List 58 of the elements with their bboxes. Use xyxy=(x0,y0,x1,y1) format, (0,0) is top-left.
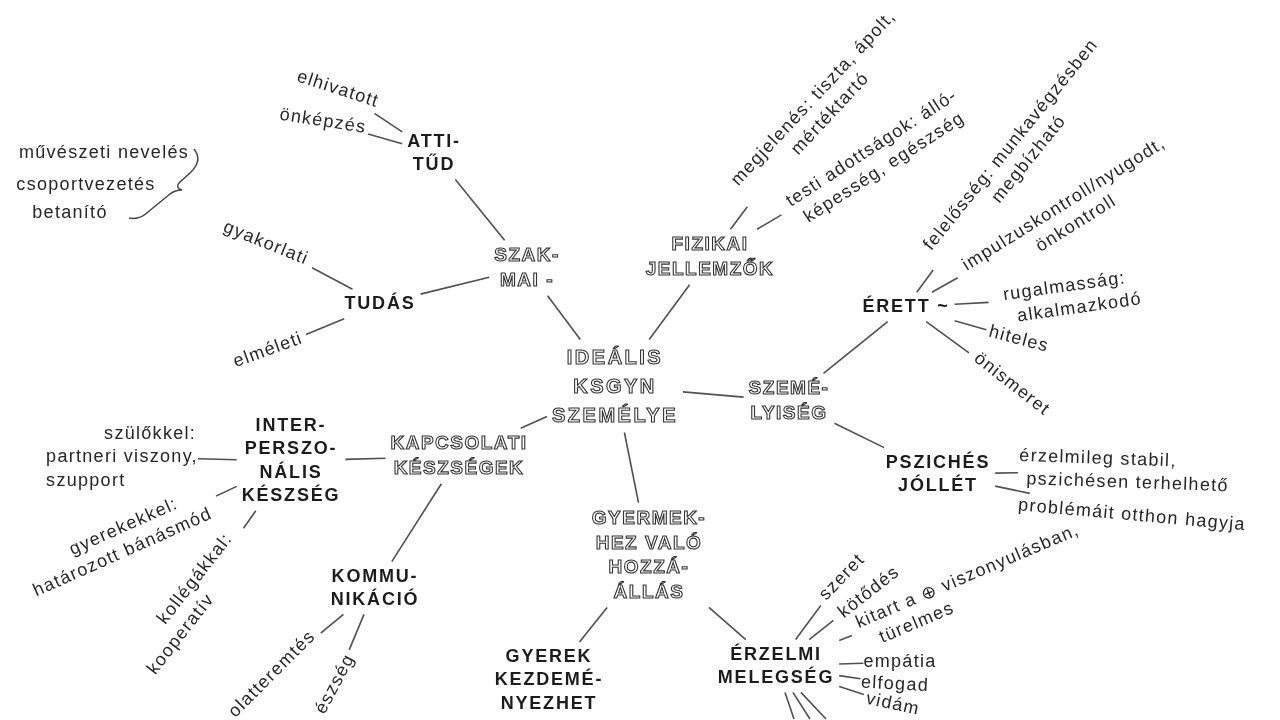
connector-line xyxy=(838,634,853,642)
main-topic: FIZIKAI JELLEMZŐK xyxy=(640,229,780,285)
connector-line xyxy=(348,613,365,651)
subtopic: PSZICHÉS JÓLLÉT xyxy=(880,447,996,501)
subtopic: INTER- PERSZO- NÁLIS KÉSZSÉG xyxy=(236,411,346,511)
connector-line xyxy=(305,317,345,336)
connector-line xyxy=(320,613,345,634)
subtopic: KOMMU- NIKÁCIÓ xyxy=(325,561,425,615)
connector-line xyxy=(519,415,548,430)
connector-line xyxy=(454,178,506,242)
subtopic: GYEREK KEZDEMÉ- NYEZHET xyxy=(489,641,609,719)
connector-line xyxy=(391,482,443,563)
subtopic: TUDÁS xyxy=(339,289,421,319)
connector-line xyxy=(682,391,745,398)
main-topic: SZEMÉ- LYISÉG xyxy=(743,373,835,429)
connector-line xyxy=(367,133,403,145)
connector-line xyxy=(344,457,387,461)
connector-line xyxy=(242,510,257,530)
connector-line xyxy=(784,691,795,720)
subtopic: ÉRETT ~ xyxy=(857,292,955,322)
connector-line xyxy=(729,206,749,231)
connector-line xyxy=(953,320,988,331)
connector-line xyxy=(197,458,238,461)
connector-line xyxy=(833,422,885,449)
connector-line xyxy=(822,320,889,375)
connector-line xyxy=(838,662,865,665)
connector-line xyxy=(373,112,403,133)
list-item-text: művészeti nevelés xyxy=(18,141,190,163)
connector-line xyxy=(994,471,1019,474)
list-item-text: betanító xyxy=(32,201,108,223)
connector-line xyxy=(546,294,582,341)
leaf-text: empátia xyxy=(863,650,937,674)
connector-line xyxy=(648,283,691,341)
subtopic: ÉRZELMI MELEGSÉG xyxy=(712,639,840,693)
main-topic: GYERMEK- HEZ VALÓ HOZZÁ- ÁLLÁS xyxy=(586,502,712,608)
connector-line xyxy=(215,485,238,497)
connector-line xyxy=(623,431,640,504)
connector-line xyxy=(916,269,934,294)
connector-line xyxy=(931,276,959,294)
connector-line xyxy=(792,691,811,720)
connector-line xyxy=(756,214,783,231)
list-item-text: csoportvezetés xyxy=(16,173,156,195)
connector-line xyxy=(419,276,490,295)
main-topic: KAPCSOLATI KÉSZSÉGEK xyxy=(385,428,533,484)
connector-line xyxy=(794,604,822,641)
connector-line xyxy=(925,320,970,354)
central-topic: IDEÁLIS KSGYN SZEMÉLYE xyxy=(547,339,683,433)
connector-line xyxy=(800,691,827,720)
connector-line xyxy=(808,619,835,641)
connector-line xyxy=(838,674,862,680)
subtopic: ATTI- TŰD xyxy=(402,126,466,180)
connector-line xyxy=(578,606,608,643)
connector-line xyxy=(994,485,1031,495)
connector-line xyxy=(953,301,990,306)
connector-line xyxy=(838,685,865,696)
connector-line xyxy=(311,266,354,291)
main-topic: SZAK- MAI - xyxy=(489,240,565,296)
connector-line xyxy=(708,606,747,641)
